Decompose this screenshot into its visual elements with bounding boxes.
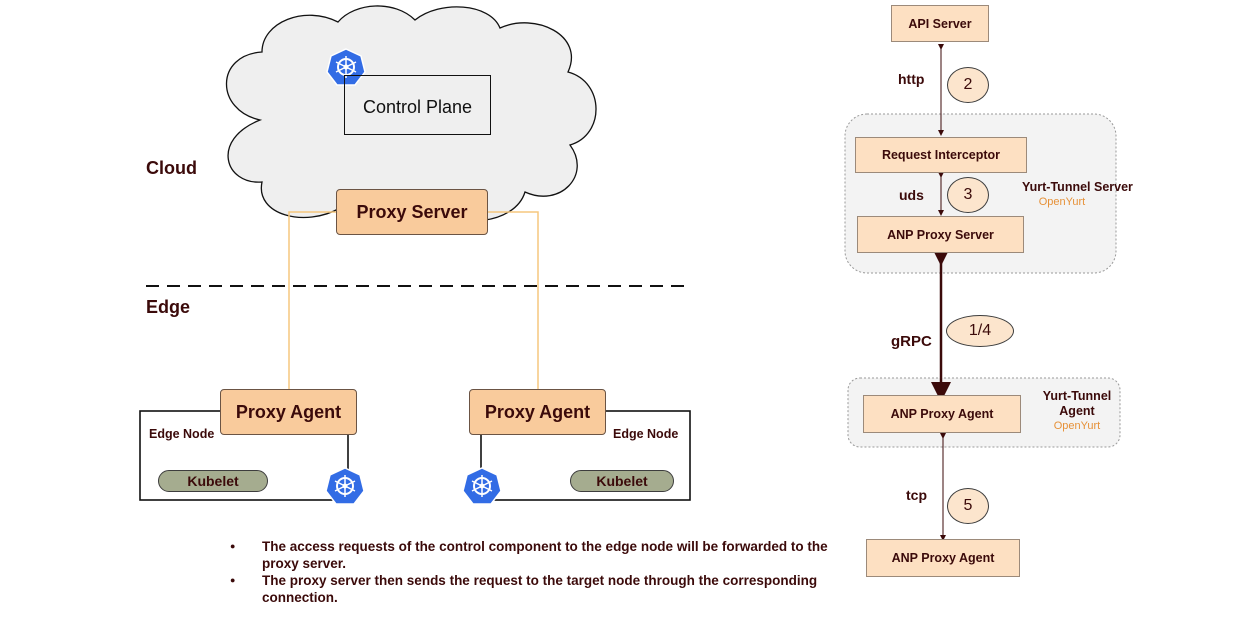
kubelet-right: Kubelet [570,470,674,492]
proxy-server-box: Proxy Server [336,189,488,235]
edge-node-left-label: Edge Node [149,427,215,441]
edge-label: Edge [146,297,191,317]
tunnel-agent-caption: Yurt-Tunnel Agent OpenYurt [1032,389,1122,434]
request-interceptor-label: Request Interceptor [881,148,1001,162]
control-plane-label: Control Plane [362,96,473,117]
openyurt-server-label: OpenYurt [1038,196,1086,208]
anp-proxy-server-box: ANP Proxy Server [857,216,1024,253]
kubernetes-icon [325,467,365,505]
proxy-agent-left-label: Proxy Agent [235,401,342,422]
step-3-label: 3 [963,186,973,203]
cloud-shape [225,5,597,225]
proxy-agent-right-box: Proxy Agent [469,389,606,435]
api-server-label: API Server [908,16,972,31]
step-3-badge: 3 [947,177,989,213]
step-1-4-badge: 1/4 [946,315,1014,347]
http-label: http [898,71,925,87]
proxy-agent-right-label: Proxy Agent [484,401,591,422]
tunnel-server-caption: Yurt-Tunnel Server OpenYurt [1022,180,1133,210]
edge-node-right-label: Edge Node [613,427,679,441]
anp-proxy-agent-top-label: ANP Proxy Agent [890,407,994,421]
connector-right [487,211,539,389]
step-5-label: 5 [963,497,973,514]
grpc-label: gRPC [891,333,932,350]
kubernetes-icon [462,467,502,505]
proxy-server-label: Proxy Server [356,201,468,222]
tcp-label: tcp [906,487,927,503]
kubelet-left-label: Kubelet [187,473,239,489]
step-5-badge: 5 [947,488,989,524]
note-item: The proxy server then sends the request … [230,572,850,606]
tunnel-server-label: Yurt-Tunnel Server [1022,180,1133,194]
step-1-4-label: 1/4 [968,322,992,339]
step-2-badge: 2 [947,67,989,103]
control-plane-box: Control Plane [344,75,491,135]
note-item: The access requests of the control compo… [230,538,850,572]
anp-proxy-agent-bottom-label: ANP Proxy Agent [891,551,995,565]
kubelet-left: Kubelet [158,470,268,492]
api-server-box: API Server [891,5,989,42]
proxy-agent-left-box: Proxy Agent [220,389,357,435]
connector-left [288,211,337,389]
anp-proxy-server-label: ANP Proxy Server [887,227,994,242]
request-interceptor-box: Request Interceptor [855,137,1027,173]
notes-list: The access requests of the control compo… [230,538,850,606]
openyurt-agent-label: OpenYurt [1053,420,1101,432]
tunnel-agent-label: Yurt-Tunnel Agent [1042,389,1112,418]
kubelet-right-label: Kubelet [596,473,648,489]
anp-proxy-agent-top-box: ANP Proxy Agent [863,395,1021,433]
cloud-label: Cloud [146,158,197,178]
step-2-label: 2 [963,76,973,93]
uds-label: uds [899,187,924,203]
anp-proxy-agent-bottom-box: ANP Proxy Agent [866,539,1020,577]
